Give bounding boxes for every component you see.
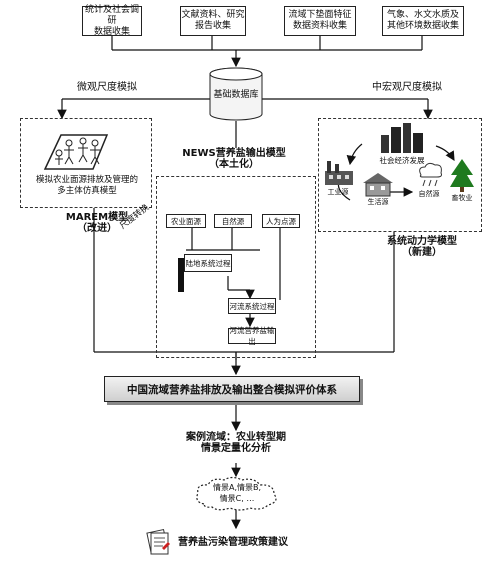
system-dynamics-panel: 社会经济发展 工业源 生活源 自然源 畜牧业 (318, 118, 482, 232)
news-model-title: NEWS营养盐输出模型 （本土化） (178, 148, 290, 170)
sd-item-industry: 工业源 (327, 188, 349, 196)
macro-scale-label: 中宏观尺度模拟 (372, 82, 442, 93)
sd-item-domestic: 生活源 (367, 198, 389, 206)
marem-panel: 模拟农业面源排放及管理的 多主体仿真模型 (20, 118, 152, 208)
city-skyline-icon (381, 123, 423, 153)
scenarios-label: 情景A,情景B, 情景C, … (212, 483, 262, 503)
micro-scale-label: 微观尺度模拟 (77, 82, 137, 93)
sd-item-natural: 自然源 (418, 190, 440, 198)
residential-icon (363, 173, 393, 197)
rain-cloud-icon (419, 162, 442, 187)
agents-icon (43, 134, 109, 170)
news-river-process: 河流系统过程 (228, 298, 276, 314)
policy-label: 营养盐污染管理政策建议 (178, 537, 288, 548)
database-label: 基础数据库 (213, 90, 259, 100)
marem-model-name: MAREM模型 （改进） (65, 212, 129, 234)
news-source-natural: 自然源 (214, 214, 252, 228)
marem-description: 模拟农业面源排放及管理的 多主体仿真模型 (35, 175, 138, 196)
source-box-stats: 统计及社会调研 数据收集 (82, 5, 142, 37)
news-watershed-process: 陆地系统过程 (184, 254, 232, 272)
sd-item-livestock: 畜牧业 (451, 194, 473, 202)
sd-model-name: 系统动力学模型 （新建） (387, 236, 457, 258)
framework-banner: 中国流域营养盐排放及输出整合模拟评价体系 (104, 376, 360, 402)
document-icon (144, 528, 172, 556)
news-river-output: 河流营养盐输出 (228, 326, 276, 346)
sd-center-label: 社会经济发展 (379, 156, 425, 165)
database-cylinder: 基础数据库 (206, 66, 266, 122)
factory-icon (325, 161, 353, 185)
source-box-underlying-surface: 流域下垫面特征 数据资料收集 (284, 6, 356, 36)
case-study-label: 案例流域：农业转型期 情景定量化分析 (186, 432, 286, 454)
cloud-icon (196, 476, 277, 511)
database-icon (209, 67, 263, 121)
scenarios-cloud: 情景A,情景B, 情景C, … (192, 476, 282, 512)
news-source-point: 人为点源 (262, 214, 300, 228)
news-source-agriculture: 农业面源 (166, 214, 206, 228)
news-panel (156, 176, 316, 358)
tree-icon (450, 159, 474, 192)
source-box-meteorology: 气象、水文水质及 其他环境数据收集 (382, 6, 464, 36)
news-flow-bar (178, 258, 184, 292)
source-box-literature: 文献资料、研究 报告收集 (180, 6, 246, 36)
